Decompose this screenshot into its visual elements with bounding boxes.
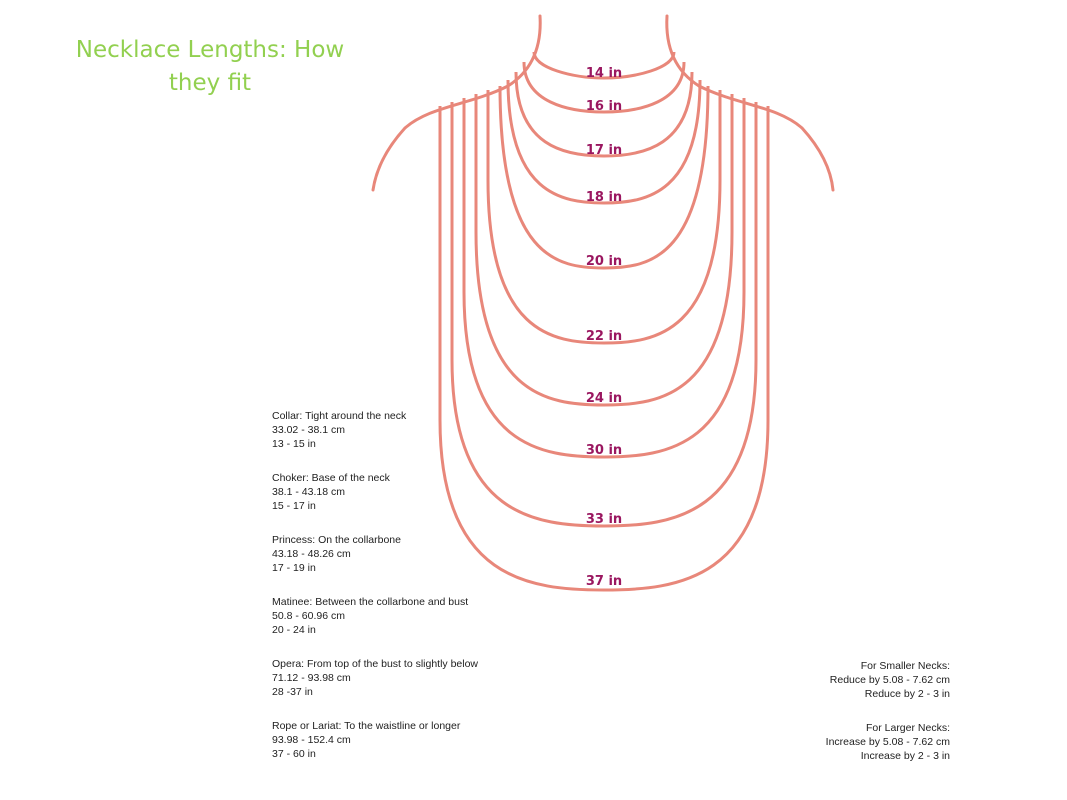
necklace-chain-6 bbox=[486, 90, 722, 345]
style-inches: 37 - 60 in bbox=[272, 748, 316, 760]
style-inches: 20 - 24 in bbox=[272, 624, 316, 636]
necklace-chain-7 bbox=[474, 94, 734, 407]
style-name: Opera: From top of the bust to slightly … bbox=[272, 658, 479, 670]
necklace-styles-list: Collar: Tight around the neck 33.02 - 38… bbox=[272, 409, 572, 781]
style-name: Princess: On the collarbone bbox=[272, 534, 401, 546]
style-choker: Choker: Base of the neck 38.1 - 43.18 cm… bbox=[272, 471, 572, 513]
necklace-chain-10 bbox=[438, 106, 770, 592]
necklace-length-label: 16 in bbox=[586, 99, 622, 114]
style-opera: Opera: From top of the bust to slightly … bbox=[272, 657, 572, 699]
necklace-length-label: 14 in bbox=[586, 66, 622, 81]
style-cm: 33.02 - 38.1 cm bbox=[272, 424, 345, 436]
style-matinee: Matinee: Between the collarbone and bust… bbox=[272, 595, 572, 637]
necklace-chain-8 bbox=[462, 98, 746, 459]
necklace-length-label: 18 in bbox=[586, 190, 622, 205]
style-rope-lariat: Rope or Lariat: To the waistline or long… bbox=[272, 719, 572, 761]
page-title: Necklace Lengths: How they fit bbox=[75, 37, 345, 96]
necklace-length-labels: 14 in 16 in 17 in 18 in 20 in 22 in 24 in 30 in… bbox=[586, 66, 622, 589]
necklace-length-label: 37 in bbox=[586, 574, 622, 589]
necklace-chain-4 bbox=[506, 79, 702, 205]
necklace-chain-3 bbox=[514, 71, 694, 158]
style-inches: 28 -37 in bbox=[272, 686, 313, 698]
note-inches: Increase by 2 - 3 in bbox=[860, 750, 950, 762]
style-princess: Princess: On the collarbone 43.18 - 48.2… bbox=[272, 533, 572, 575]
style-cm: 50.8 - 60.96 cm bbox=[272, 610, 345, 622]
style-collar: Collar: Tight around the neck 33.02 - 38… bbox=[272, 409, 572, 451]
style-cm: 93.98 - 152.4 cm bbox=[272, 734, 351, 746]
necklace-chain-1 bbox=[532, 51, 676, 80]
necklace-chain-5 bbox=[498, 85, 710, 270]
necklace-length-label: 17 in bbox=[586, 143, 622, 158]
necklace-chains bbox=[438, 51, 770, 592]
shoulder-right-line bbox=[697, 84, 835, 192]
note-inches: Reduce by 2 - 3 in bbox=[864, 688, 950, 700]
necklace-length-label: 22 in bbox=[586, 329, 622, 344]
style-name: Collar: Tight around the neck bbox=[272, 410, 407, 422]
necklace-chain-9 bbox=[450, 102, 758, 528]
note-smaller-necks: For Smaller Necks: Reduce by 5.08 - 7.62… bbox=[760, 659, 950, 701]
necklace-length-label: 24 in bbox=[586, 391, 622, 406]
necklace-length-label: 20 in bbox=[586, 254, 622, 269]
style-cm: 38.1 - 43.18 cm bbox=[272, 486, 345, 498]
style-cm: 71.12 - 93.98 cm bbox=[272, 672, 351, 684]
necklace-length-label: 30 in bbox=[586, 443, 622, 458]
neck-size-notes: For Smaller Necks: Reduce by 5.08 - 7.62… bbox=[760, 659, 950, 783]
note-cm: Increase by 5.08 - 7.62 cm bbox=[825, 736, 950, 748]
style-inches: 13 - 15 in bbox=[272, 438, 316, 450]
style-name: Matinee: Between the collarbone and bust bbox=[272, 596, 469, 608]
note-heading: For Larger Necks: bbox=[865, 722, 950, 734]
necklace-length-label: 33 in bbox=[586, 512, 622, 527]
note-larger-necks: For Larger Necks: Increase by 5.08 - 7.6… bbox=[760, 721, 950, 763]
necklace-chain-2 bbox=[522, 61, 686, 114]
style-cm: 43.18 - 48.26 cm bbox=[272, 548, 351, 560]
style-name: Choker: Base of the neck bbox=[272, 472, 390, 484]
style-name: Rope or Lariat: To the waistline or long… bbox=[272, 720, 461, 732]
neck-left-line bbox=[506, 14, 542, 88]
style-inches: 15 - 17 in bbox=[272, 500, 316, 512]
note-heading: For Smaller Necks: bbox=[860, 660, 950, 672]
style-inches: 17 - 19 in bbox=[272, 562, 316, 574]
note-cm: Reduce by 5.08 - 7.62 cm bbox=[829, 674, 950, 686]
